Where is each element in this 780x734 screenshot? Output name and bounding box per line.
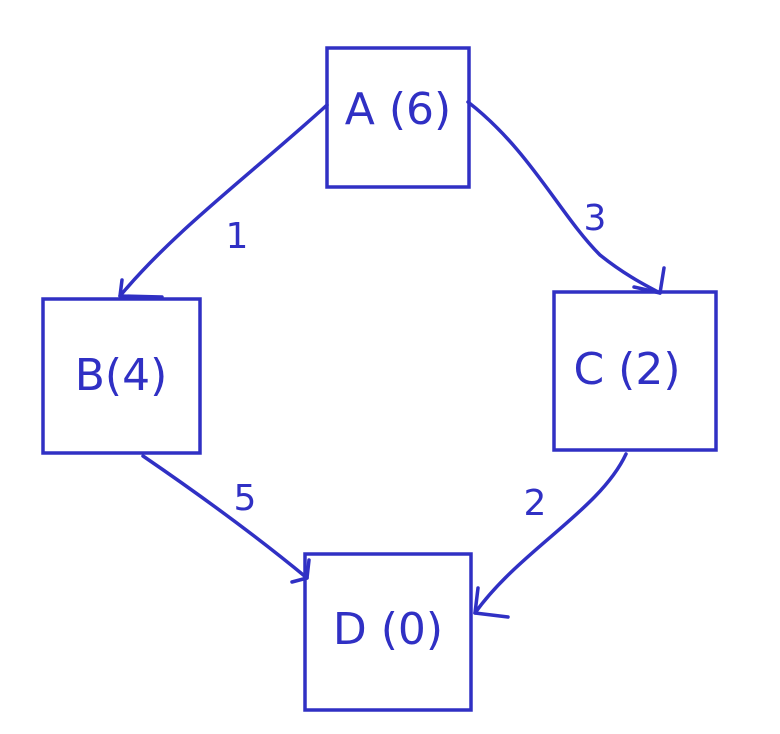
edge-b-d: 5 [141,454,311,584]
edge-a-b: 1 [118,103,329,299]
node-d: D (0) [303,552,473,712]
edge-a-b-weight: 1 [226,216,249,257]
node-a-box [325,46,471,189]
edge-a-b-line [118,103,329,298]
edge-b-d-weight: 5 [234,478,257,519]
node-b-label: B(4) [75,350,168,401]
node-b-box [41,297,202,455]
node-c-label: C (2) [573,344,680,395]
node-a: A (6) [325,46,471,189]
node-b: B(4) [41,297,202,455]
node-d-label: D (0) [333,604,443,655]
edge-c-d: 2 [473,452,628,619]
node-a-label: A (6) [345,84,451,135]
edge-c-d-line [473,452,628,615]
edge-a-c: 3 [466,100,666,295]
edge-c-d-arrowhead [473,586,510,619]
edge-c-d-weight: 2 [524,483,547,524]
edge-b-d-line [141,454,309,580]
node-c-box [552,290,718,452]
node-d-box [303,552,473,712]
edge-a-c-line [466,100,662,295]
edge-a-c-weight: 3 [584,198,607,239]
edge-b-d-arrowhead [290,558,311,584]
edge-a-b-arrowhead [118,278,164,299]
node-c: C (2) [552,290,718,452]
